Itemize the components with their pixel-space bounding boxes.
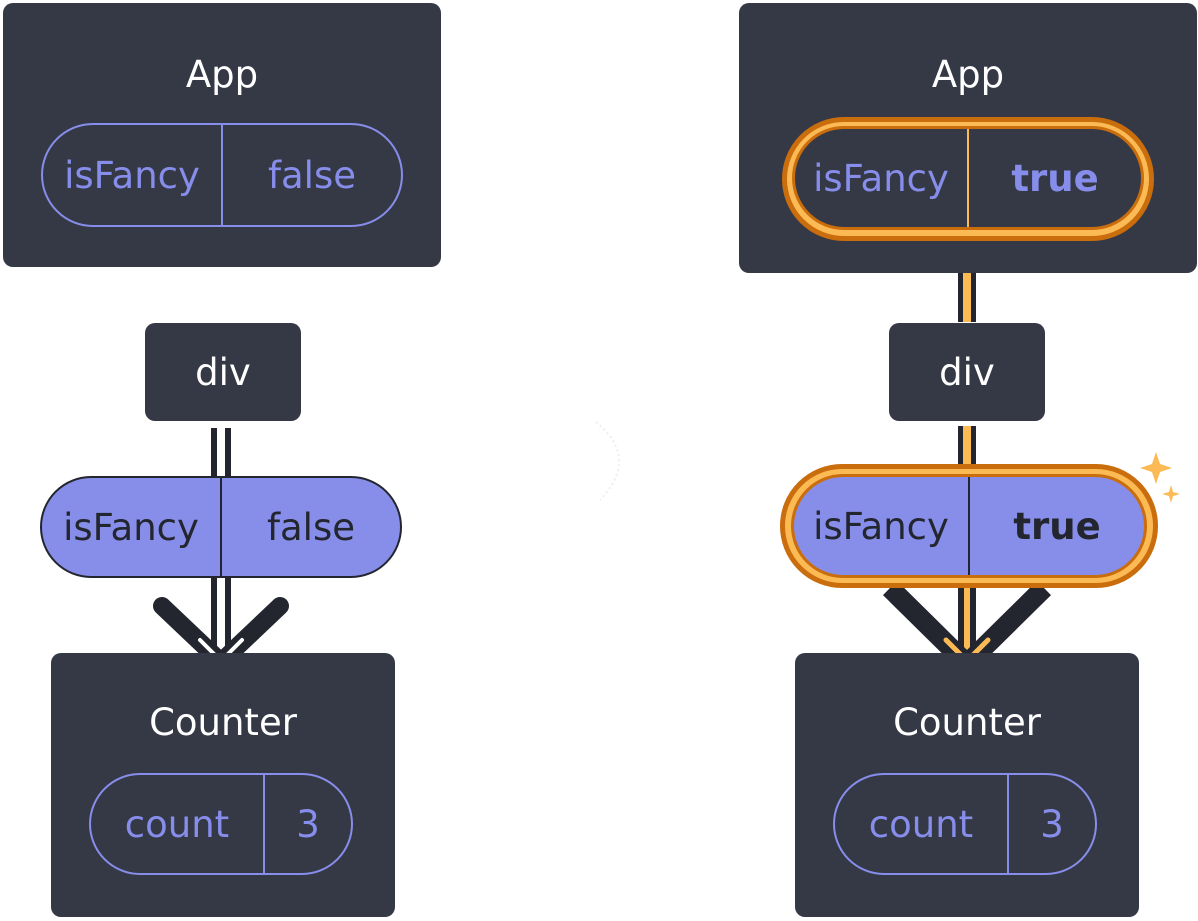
state-key: count	[91, 775, 265, 873]
prop-key: isFancy	[42, 478, 222, 576]
left-prop-pill: isFancy false	[40, 476, 402, 578]
right-counter-state-pill: count 3	[833, 773, 1097, 875]
transition-arrow	[595, 421, 621, 501]
prop-key: isFancy	[795, 129, 969, 227]
right-div-label: div	[939, 351, 995, 394]
state-value: 3	[1040, 802, 1064, 846]
prop-value: false	[267, 153, 357, 197]
right-div-node: div	[889, 323, 1045, 421]
state-key: count	[835, 775, 1009, 873]
left-app-prop-pill: isFancy false	[41, 123, 403, 227]
prop-value: true	[1013, 504, 1101, 548]
prop-key: isFancy	[794, 477, 970, 575]
left-app-node: App isFancy false	[3, 3, 441, 267]
prop-key: isFancy	[43, 125, 223, 225]
left-div-label: div	[195, 351, 251, 394]
right-app-prop-pill: isFancy true	[792, 126, 1144, 230]
left-counter-node: Counter count 3	[51, 653, 395, 917]
left-counter-state-pill: count 3	[89, 773, 353, 875]
right-counter-title: Counter	[893, 701, 1041, 744]
right-prop-pill: isFancy true	[791, 474, 1147, 578]
sparkle-icon	[1140, 452, 1180, 503]
right-counter-node: Counter count 3	[795, 653, 1139, 917]
prop-value: false	[266, 505, 356, 549]
state-value: 3	[296, 802, 320, 846]
left-div-node: div	[145, 323, 301, 421]
right-app-title: App	[931, 53, 1005, 96]
left-counter-title: Counter	[149, 701, 297, 744]
left-app-title: App	[185, 53, 259, 96]
prop-value: true	[1011, 156, 1099, 200]
